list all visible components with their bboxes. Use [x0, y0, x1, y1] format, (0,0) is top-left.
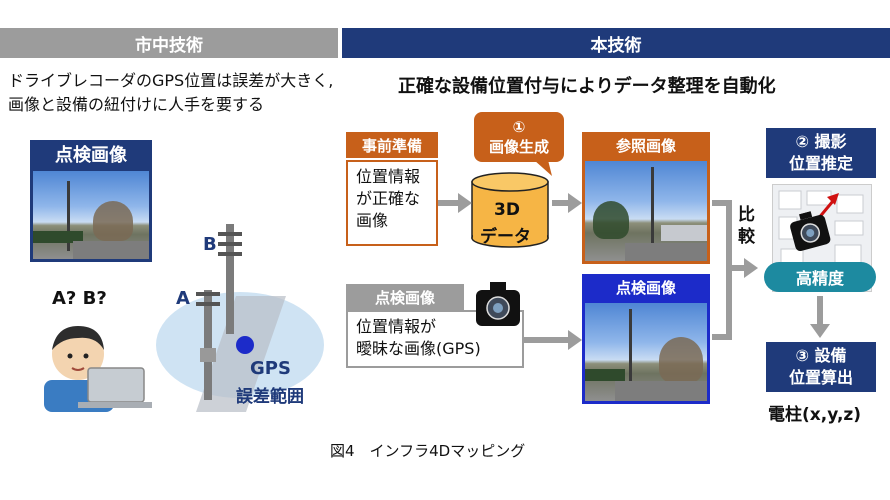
left-header: 市中技術: [0, 28, 338, 58]
gps-error-range-label: 誤差範囲: [236, 387, 304, 407]
data-3d-label-2: データ: [480, 227, 531, 247]
step1-callout-tail: [534, 160, 552, 176]
figure-caption: 図4 インフラ4Dマッピング: [330, 442, 526, 460]
cylinder-icon: [471, 172, 549, 248]
step1-number: ①: [512, 118, 526, 136]
step3-label: ③ 設備 位置算出: [766, 342, 876, 392]
step2-line-1: ② 撮影: [795, 132, 847, 151]
prep-box-line-3: 画像: [356, 211, 389, 230]
result-label: 電柱(x,y,z): [768, 405, 862, 425]
step2-line-2: 位置推定: [788, 154, 853, 173]
ab-question: A? B?: [52, 288, 107, 309]
inspection-photo-label: 点検画像: [582, 274, 710, 300]
step1-label: 画像生成: [488, 138, 549, 156]
arrow-icon: [712, 200, 758, 340]
arrow-icon: [438, 193, 472, 213]
prep-box-line-2: が正確な: [356, 189, 421, 208]
step1-callout: ① 画像生成: [474, 112, 564, 162]
data-3d-label-1: 3D: [494, 200, 520, 220]
gps-error-band: [196, 296, 286, 412]
pole-a-label: A: [176, 288, 190, 309]
gps-dot: [236, 336, 254, 354]
left-photo-label: 点検画像: [30, 140, 152, 168]
inspection-box-line-1: 位置情報が: [356, 317, 437, 336]
step3-line-2: 位置算出: [788, 368, 853, 387]
prep-box-line-1: 位置情報: [356, 167, 421, 186]
high-precision-badge: 高精度: [764, 262, 876, 292]
step3-line-1: ③ 設備: [795, 346, 847, 365]
pole-b-label: B: [203, 234, 217, 255]
arrow-icon: [552, 193, 582, 213]
reference-image-label: 参照画像: [582, 132, 710, 158]
camera-icon: [790, 211, 831, 251]
left-inspection-photo: [30, 168, 152, 262]
right-title: 正確な設備位置付与によりデータ整理を自動化: [398, 76, 776, 97]
prep-box: 位置情報 が正確な 画像: [346, 160, 438, 246]
right-header: 本技術: [342, 28, 890, 58]
arrow-icon: [524, 330, 582, 350]
arrow-icon: [810, 296, 830, 338]
utility-pole-icon: [196, 224, 242, 400]
step2-label: ② 撮影 位置推定: [766, 128, 876, 178]
left-description-line-2: 画像と設備の紐付けに人手を要する: [8, 95, 265, 114]
reference-photo: [582, 158, 710, 264]
left-description-line-1: ドライブレコーダのGPS位置は誤差が大きく,: [8, 71, 334, 90]
inspection-box-line-2: 曖昧な画像(GPS): [356, 339, 481, 358]
person-laptop-icon: [44, 326, 152, 412]
compare-label-1: 比: [738, 205, 755, 225]
prep-label: 事前準備: [346, 132, 438, 158]
compare-label-2: 較: [738, 227, 755, 247]
camera-icon: [476, 282, 520, 326]
inspection-box: 位置情報が 曖昧な画像(GPS): [346, 310, 524, 368]
gps-label: GPS: [250, 358, 291, 379]
inspection-photo: [582, 300, 710, 404]
inspection-label: 点検画像: [346, 284, 464, 310]
